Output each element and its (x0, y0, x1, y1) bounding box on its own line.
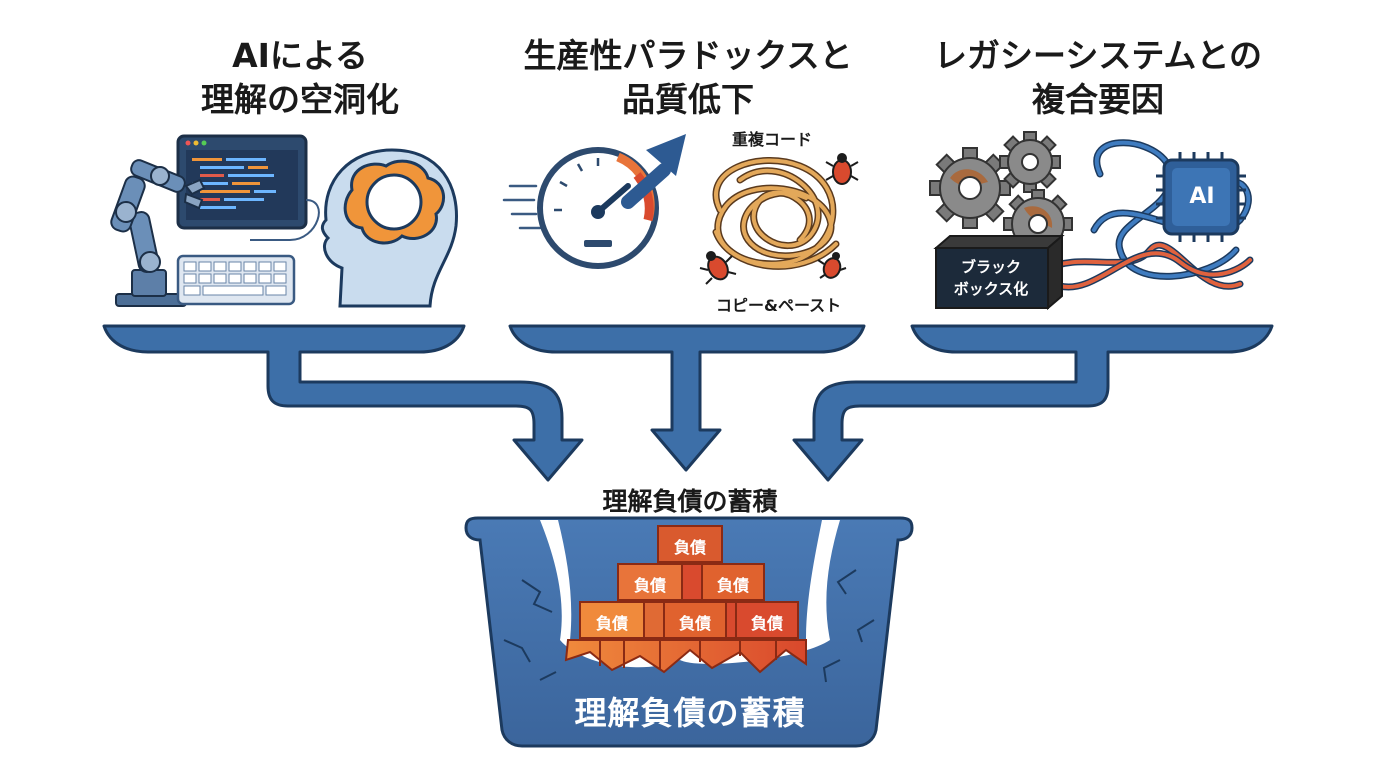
column-title-ai-hollowing: AIによる 理解の空洞化 (100, 34, 500, 122)
middle-flow-arrow (508, 324, 866, 472)
keyboard-icon (176, 254, 296, 306)
title-line-1: AIによる (232, 36, 368, 75)
black-box-label-line-2: ボックス化 (953, 280, 1029, 298)
speedometer-icon (537, 147, 659, 269)
gear-icon (929, 147, 1011, 229)
debt-block-label: 負債 (678, 614, 711, 633)
debt-block-label: 負債 (750, 614, 783, 633)
bug-icon (817, 252, 847, 279)
debt-container (464, 516, 914, 748)
monitor-icon (176, 134, 308, 230)
crack-lines (503, 569, 875, 683)
container-label: 理解負債の蓄積 (574, 694, 806, 732)
ai-chip-icon (1156, 152, 1246, 242)
ai-hollowing-illustration (110, 134, 458, 308)
gear-icon (999, 131, 1061, 193)
debt-block-label: 負債 (633, 576, 666, 595)
title-line-2: 複合要因 (1032, 80, 1164, 119)
bug-icon (825, 153, 859, 185)
tangled-wires-icon (1042, 139, 1254, 291)
ai-chip-label: AI (1189, 184, 1215, 209)
bug-icon (699, 251, 737, 285)
black-box-label: ブラック ボックス化 (936, 256, 1046, 300)
trend-arrow-icon (621, 134, 686, 209)
black-box-label-line-1: ブラック (960, 258, 1021, 276)
duplicate-code-label: 重複コード (732, 130, 813, 149)
debt-block-label: 負債 (595, 614, 628, 633)
black-box-icon (933, 233, 1065, 311)
debt-block-label: 負債 (673, 538, 706, 557)
debt-pyramid (564, 525, 807, 674)
debt-block-label: 負債 (716, 576, 749, 595)
flow-channels (102, 324, 1274, 482)
head-brain-icon (320, 148, 458, 308)
right-flow-arrow (792, 324, 1274, 482)
tangled-code-icon (712, 156, 840, 270)
title-line-1: レガシーシステムとの (933, 36, 1263, 75)
column-title-legacy: レガシーシステムとの 複合要因 (898, 34, 1298, 122)
legacy-illustration (929, 131, 1254, 311)
copy-paste-label: コピー&ペースト (716, 296, 842, 315)
productivity-illustration (502, 134, 859, 285)
title-line-2: 理解の空洞化 (201, 80, 399, 119)
speed-lines-icon (502, 184, 542, 230)
convergence-label: 理解負債の蓄積 (602, 487, 778, 516)
title-line-1: 生産性パラドックスと (523, 36, 853, 75)
robot-arm-icon (110, 159, 206, 307)
left-flow-arrow (102, 324, 584, 482)
column-title-productivity: 生産性パラドックスと 品質低下 (488, 34, 888, 122)
title-line-2: 品質低下 (622, 80, 754, 119)
